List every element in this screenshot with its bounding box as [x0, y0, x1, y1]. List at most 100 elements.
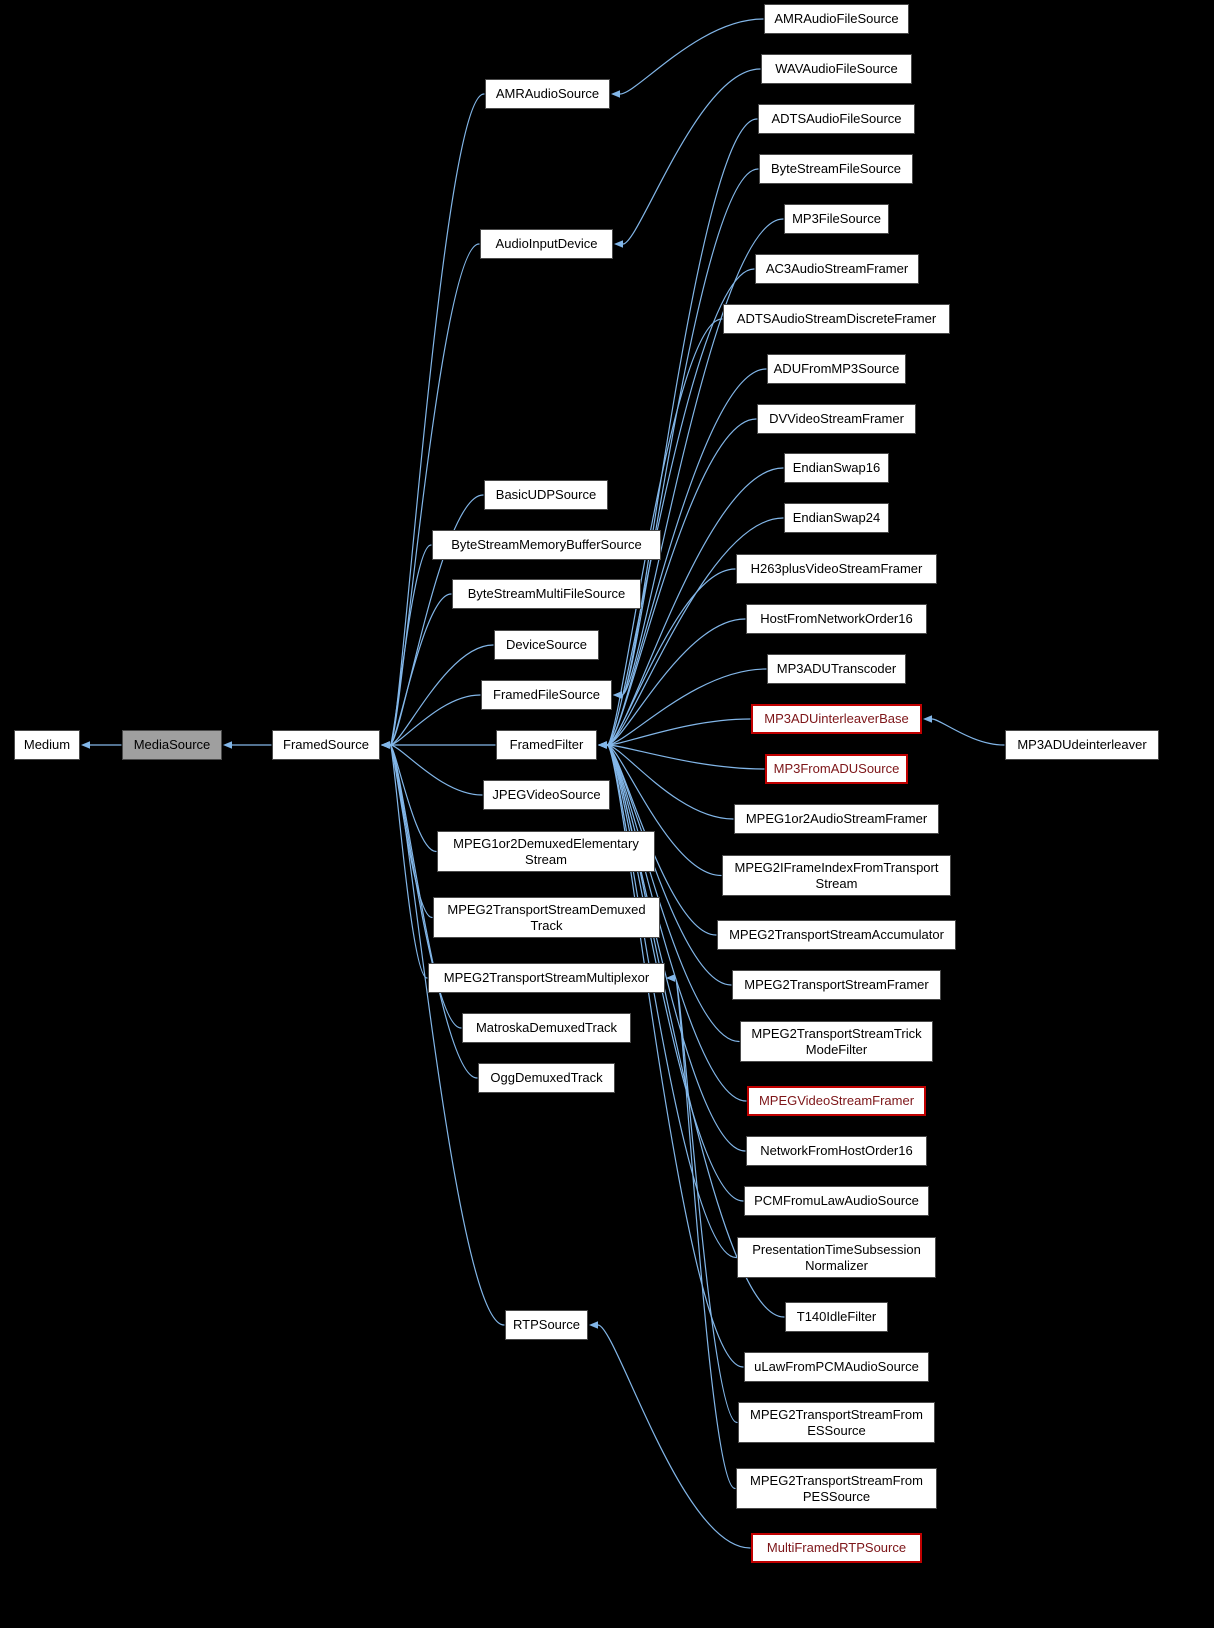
class-node-mp3-adu-deinterleaver[interactable]: MP3ADUdeinterleaver [1005, 730, 1159, 760]
arrowhead-rtp-source [589, 1321, 598, 1329]
class-node-label: ADTSAudioStreamDiscreteFramer [736, 311, 937, 327]
class-node-label: uLawFromPCMAudioSource [754, 1359, 919, 1375]
inheritance-edge-endian-swap24-to-framed-filter [606, 517, 784, 746]
inheritance-edge-mpeg2-ts-from-es-source-to-mpeg2-transport-stream-multiplexor [674, 977, 738, 1424]
class-node-mpeg-video-stream-framer[interactable]: MPEGVideoStreamFramer [747, 1086, 926, 1116]
class-node-dv-video-stream-framer[interactable]: DVVideoStreamFramer [757, 404, 916, 434]
inheritance-edge-byte-stream-multi-file-source-to-framed-source [389, 593, 452, 746]
class-node-t140-idle-filter[interactable]: T140IdleFilter [785, 1302, 888, 1332]
class-node-byte-stream-file-source[interactable]: ByteStreamFileSource [759, 154, 913, 184]
class-node-rtp-source[interactable]: RTPSource [505, 1310, 588, 1340]
class-node-audio-input-device[interactable]: AudioInputDevice [480, 229, 613, 259]
class-node-network-from-host-order16[interactable]: NetworkFromHostOrder16 [746, 1136, 927, 1166]
class-node-label: FramedSource [283, 737, 369, 753]
class-node-label: FramedFilter [509, 737, 584, 753]
inheritance-edge-multi-framed-rtp-source-to-rtp-source [597, 1324, 751, 1549]
class-node-mp3-adu-transcoder[interactable]: MP3ADUTranscoder [767, 654, 906, 684]
class-node-mpeg2-transport-stream-demuxed-track[interactable]: MPEG2TransportStreamDemuxed Track [433, 897, 660, 938]
inheritance-edge-device-source-to-framed-source [389, 644, 494, 746]
class-node-label: HostFromNetworkOrder16 [760, 611, 913, 627]
class-node-framed-source[interactable]: FramedSource [272, 730, 380, 760]
class-node-mpeg2-transport-stream-accumulator[interactable]: MPEG2TransportStreamAccumulator [717, 920, 956, 950]
class-node-label: MPEG2TransportStreamFrom ESSource [750, 1406, 923, 1438]
inheritance-edge-ac3-audio-stream-framer-to-framed-filter [606, 268, 755, 746]
class-node-label: MP3FileSource [792, 211, 881, 227]
class-node-ogg-demuxed-track[interactable]: OggDemuxedTrack [478, 1063, 615, 1093]
class-node-label: MP3ADUdeinterleaver [1017, 737, 1147, 753]
class-node-label: MultiFramedRTPSource [766, 1540, 907, 1556]
class-node-jpeg-video-source[interactable]: JPEGVideoSource [483, 780, 610, 810]
class-node-label: ADUFromMP3Source [773, 361, 900, 377]
class-node-label: MP3ADUinterleaverBase [764, 711, 909, 727]
class-node-pcm-fromu-law-audio-source[interactable]: PCMFromuLawAudioSource [744, 1186, 929, 1216]
class-node-mpeg2-transport-stream-trick-mode-filter[interactable]: MPEG2TransportStreamTrick ModeFilter [740, 1021, 933, 1062]
class-node-endian-swap24[interactable]: EndianSwap24 [784, 503, 889, 533]
inheritance-edge-amr-audio-source-to-framed-source [389, 93, 485, 746]
class-node-byte-stream-multi-file-source[interactable]: ByteStreamMultiFileSource [452, 579, 641, 609]
class-node-mpeg2-iframe-index-from-transport-stream[interactable]: MPEG2IFrameIndexFromTransport Stream [722, 855, 951, 896]
class-node-label: MP3ADUTranscoder [776, 661, 897, 677]
class-node-mp3-file-source[interactable]: MP3FileSource [784, 204, 889, 234]
inheritance-edge-dv-video-stream-framer-to-framed-filter [606, 418, 757, 746]
class-node-wav-audio-file-source[interactable]: WAVAudioFileSource [761, 54, 912, 84]
class-node-label: AMRAudioSource [495, 86, 600, 102]
class-node-framed-filter[interactable]: FramedFilter [496, 730, 597, 760]
class-node-mp3-from-adu-source[interactable]: MP3FromADUSource [765, 754, 908, 784]
inheritance-edge-u-law-from-pcm-audio-source-to-framed-filter [606, 744, 744, 1368]
arrowhead-mp3-adu-interleaver-base [923, 715, 932, 723]
class-node-device-source[interactable]: DeviceSource [494, 630, 599, 660]
class-node-amr-audio-file-source[interactable]: AMRAudioFileSource [764, 4, 909, 34]
class-node-mp3-adu-interleaver-base[interactable]: MP3ADUinterleaverBase [751, 704, 922, 734]
class-node-label: RTPSource [513, 1317, 580, 1333]
class-node-mpeg1or2-audio-stream-framer[interactable]: MPEG1or2AudioStreamFramer [734, 804, 939, 834]
class-node-label: T140IdleFilter [796, 1309, 877, 1325]
class-node-label: MPEG2TransportStreamMultiplexor [443, 970, 650, 986]
class-node-medium[interactable]: Medium [14, 730, 80, 760]
inheritance-edge-host-from-network-order16-to-framed-filter [606, 618, 746, 746]
class-node-multi-framed-rtp-source[interactable]: MultiFramedRTPSource [751, 1533, 922, 1563]
class-node-label: OggDemuxedTrack [490, 1070, 603, 1086]
class-node-label: Medium [23, 737, 71, 753]
class-node-mpeg2-ts-from-es-source[interactable]: MPEG2TransportStreamFrom ESSource [738, 1402, 935, 1443]
class-node-mpeg1or2-demuxed-elementary-stream[interactable]: MPEG1or2DemuxedElementary Stream [437, 831, 655, 872]
arrowhead-framed-source [381, 741, 390, 749]
class-node-mpeg2-ts-from-pes-source[interactable]: MPEG2TransportStreamFrom PESSource [736, 1468, 937, 1509]
arrowhead-media-source [223, 741, 232, 749]
inheritance-edge-wav-audio-file-source-to-audio-input-device [622, 68, 761, 245]
class-node-label: DeviceSource [506, 637, 587, 653]
inheritance-edge-byte-stream-memory-buffer-source-to-framed-source [389, 544, 432, 746]
class-node-u-law-from-pcm-audio-source[interactable]: uLawFromPCMAudioSource [744, 1352, 929, 1382]
inheritance-edge-adts-audio-file-source-to-framed-file-source [621, 118, 758, 696]
class-node-label: MPEG2TransportStreamFramer [744, 977, 929, 993]
class-node-framed-file-source[interactable]: FramedFileSource [481, 680, 612, 710]
class-node-media-source[interactable]: MediaSource [122, 730, 222, 760]
class-node-h263plus-video-stream-framer[interactable]: H263plusVideoStreamFramer [736, 554, 937, 584]
class-node-adts-audio-stream-discrete-framer[interactable]: ADTSAudioStreamDiscreteFramer [723, 304, 950, 334]
class-node-presentation-time-subsession-normalizer[interactable]: PresentationTimeSubsession Normalizer [737, 1237, 936, 1278]
class-node-host-from-network-order16[interactable]: HostFromNetworkOrder16 [746, 604, 927, 634]
class-node-adts-audio-file-source[interactable]: ADTSAudioFileSource [758, 104, 915, 134]
inheritance-edge-presentation-time-subsession-normalizer-to-framed-filter [606, 744, 737, 1259]
class-node-byte-stream-memory-buffer-source[interactable]: ByteStreamMemoryBufferSource [432, 530, 661, 560]
class-node-label: EndianSwap24 [792, 510, 881, 526]
inheritance-edge-amr-audio-file-source-to-amr-audio-source [619, 18, 764, 95]
inheritance-edge-mpeg1or2-audio-stream-framer-to-framed-filter [606, 744, 734, 820]
class-node-endian-swap16[interactable]: EndianSwap16 [784, 453, 889, 483]
class-node-ac3-audio-stream-framer[interactable]: AC3AudioStreamFramer [755, 254, 919, 284]
arrowhead-audio-input-device [614, 240, 623, 248]
class-node-amr-audio-source[interactable]: AMRAudioSource [485, 79, 610, 109]
class-node-basic-udp-source[interactable]: BasicUDPSource [484, 480, 608, 510]
inheritance-edge-framed-file-source-to-framed-source [389, 694, 481, 746]
class-node-label: AMRAudioFileSource [774, 11, 899, 27]
class-node-label: ByteStreamMultiFileSource [467, 586, 626, 602]
class-node-label: BasicUDPSource [495, 487, 597, 503]
class-node-label: ByteStreamMemoryBufferSource [451, 537, 642, 553]
class-node-label: AudioInputDevice [495, 236, 598, 252]
class-node-mpeg2-transport-stream-multiplexor[interactable]: MPEG2TransportStreamMultiplexor [428, 963, 665, 993]
class-node-label: MPEG2IFrameIndexFromTransport Stream [734, 859, 939, 891]
class-node-mpeg2-transport-stream-framer[interactable]: MPEG2TransportStreamFramer [732, 970, 941, 1000]
class-node-adu-from-mp3-source[interactable]: ADUFromMP3Source [767, 354, 906, 384]
class-node-matroska-demuxed-track[interactable]: MatroskaDemuxedTrack [462, 1013, 631, 1043]
inheritance-edge-mp3-adu-transcoder-to-framed-filter [606, 668, 767, 746]
